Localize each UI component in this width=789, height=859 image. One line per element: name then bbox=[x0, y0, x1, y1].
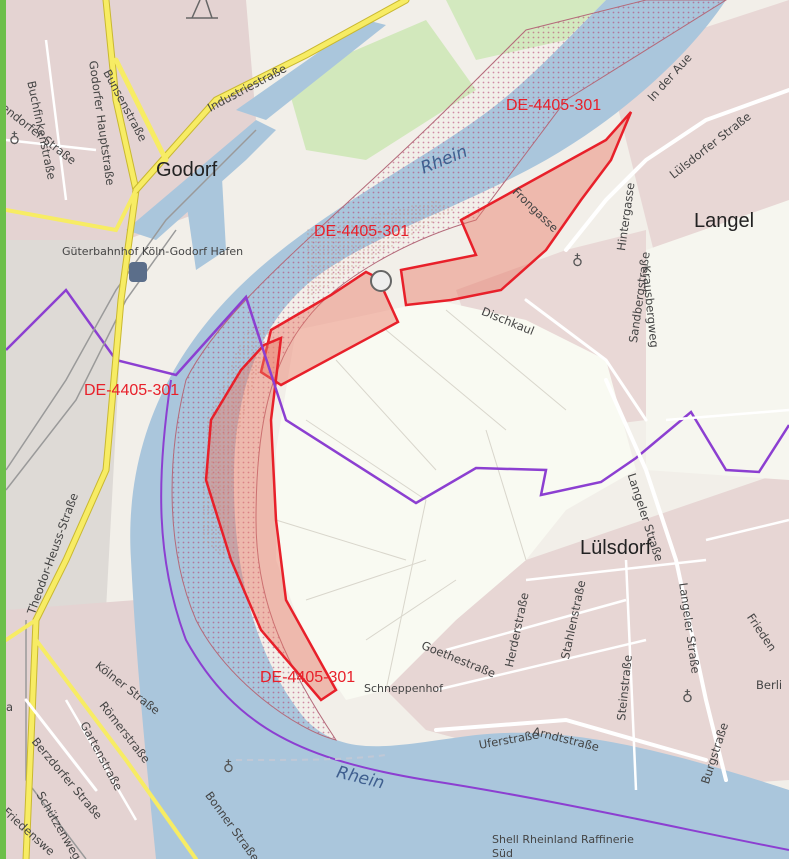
power-pylon-icon bbox=[186, 0, 218, 19]
place-label-langel: Langel bbox=[694, 210, 755, 232]
municipal-boundary bbox=[6, 288, 789, 505]
harbour-basin-1 bbox=[126, 120, 276, 240]
church-icon: ♁ bbox=[572, 252, 583, 270]
protected-area-label-4: DE-4405-301 bbox=[260, 669, 356, 686]
farmland-east bbox=[646, 200, 789, 480]
riverbank-sand-1 bbox=[306, 200, 456, 300]
state-boundary bbox=[160, 379, 789, 851]
map-view[interactable]: ♁ ♁ ♁ ♁ Godorf Langel Lülsdorf Rhein Rhe… bbox=[6, 0, 789, 859]
railway-station-icon[interactable] bbox=[129, 262, 147, 282]
riverbank-sand-2 bbox=[201, 330, 271, 560]
field-boundaries bbox=[275, 309, 567, 691]
map-canvas[interactable] bbox=[6, 0, 789, 859]
church-icon: ♁ bbox=[682, 688, 693, 706]
residential-streets bbox=[6, 39, 789, 821]
harbour-basin-3 bbox=[186, 160, 226, 270]
protected-area-middle[interactable] bbox=[259, 270, 400, 387]
street-label: Berli bbox=[756, 678, 783, 692]
church-icon: ♁ bbox=[9, 130, 20, 148]
poi-label-schneppenhof: Schneppenhof bbox=[364, 682, 444, 695]
protected-area-label-1: DE-4405-301 bbox=[506, 97, 602, 114]
harbour-basin-2 bbox=[236, 20, 386, 120]
park-north bbox=[286, 20, 476, 160]
place-label-luelsdorf: Lülsdorf bbox=[580, 537, 652, 559]
protected-area-south[interactable] bbox=[204, 336, 338, 702]
poi-label-gueterbahnhof: Güterbahnhof Köln-Godorf Hafen bbox=[62, 245, 244, 258]
poi-label-shell-sued: Süd bbox=[492, 847, 513, 859]
roads bbox=[6, 0, 789, 859]
farmland-bend bbox=[276, 300, 636, 700]
place-label-godorf: Godorf bbox=[156, 159, 218, 181]
ferry-route bbox=[235, 754, 387, 761]
protected-area-outer bbox=[171, 0, 727, 741]
protected-area-label-2: DE-4405-301 bbox=[314, 223, 410, 240]
poi-label-shell: Shell Rheinland Raffinerie bbox=[492, 833, 634, 846]
protected-area-north[interactable] bbox=[399, 111, 633, 307]
street-label-edge: a bbox=[6, 700, 14, 714]
protected-area-label-3: DE-4405-301 bbox=[84, 382, 180, 399]
residential-luelsdorf bbox=[386, 470, 789, 790]
church-icon: ♁ bbox=[223, 758, 234, 776]
viewpoint-icon[interactable] bbox=[370, 270, 392, 292]
